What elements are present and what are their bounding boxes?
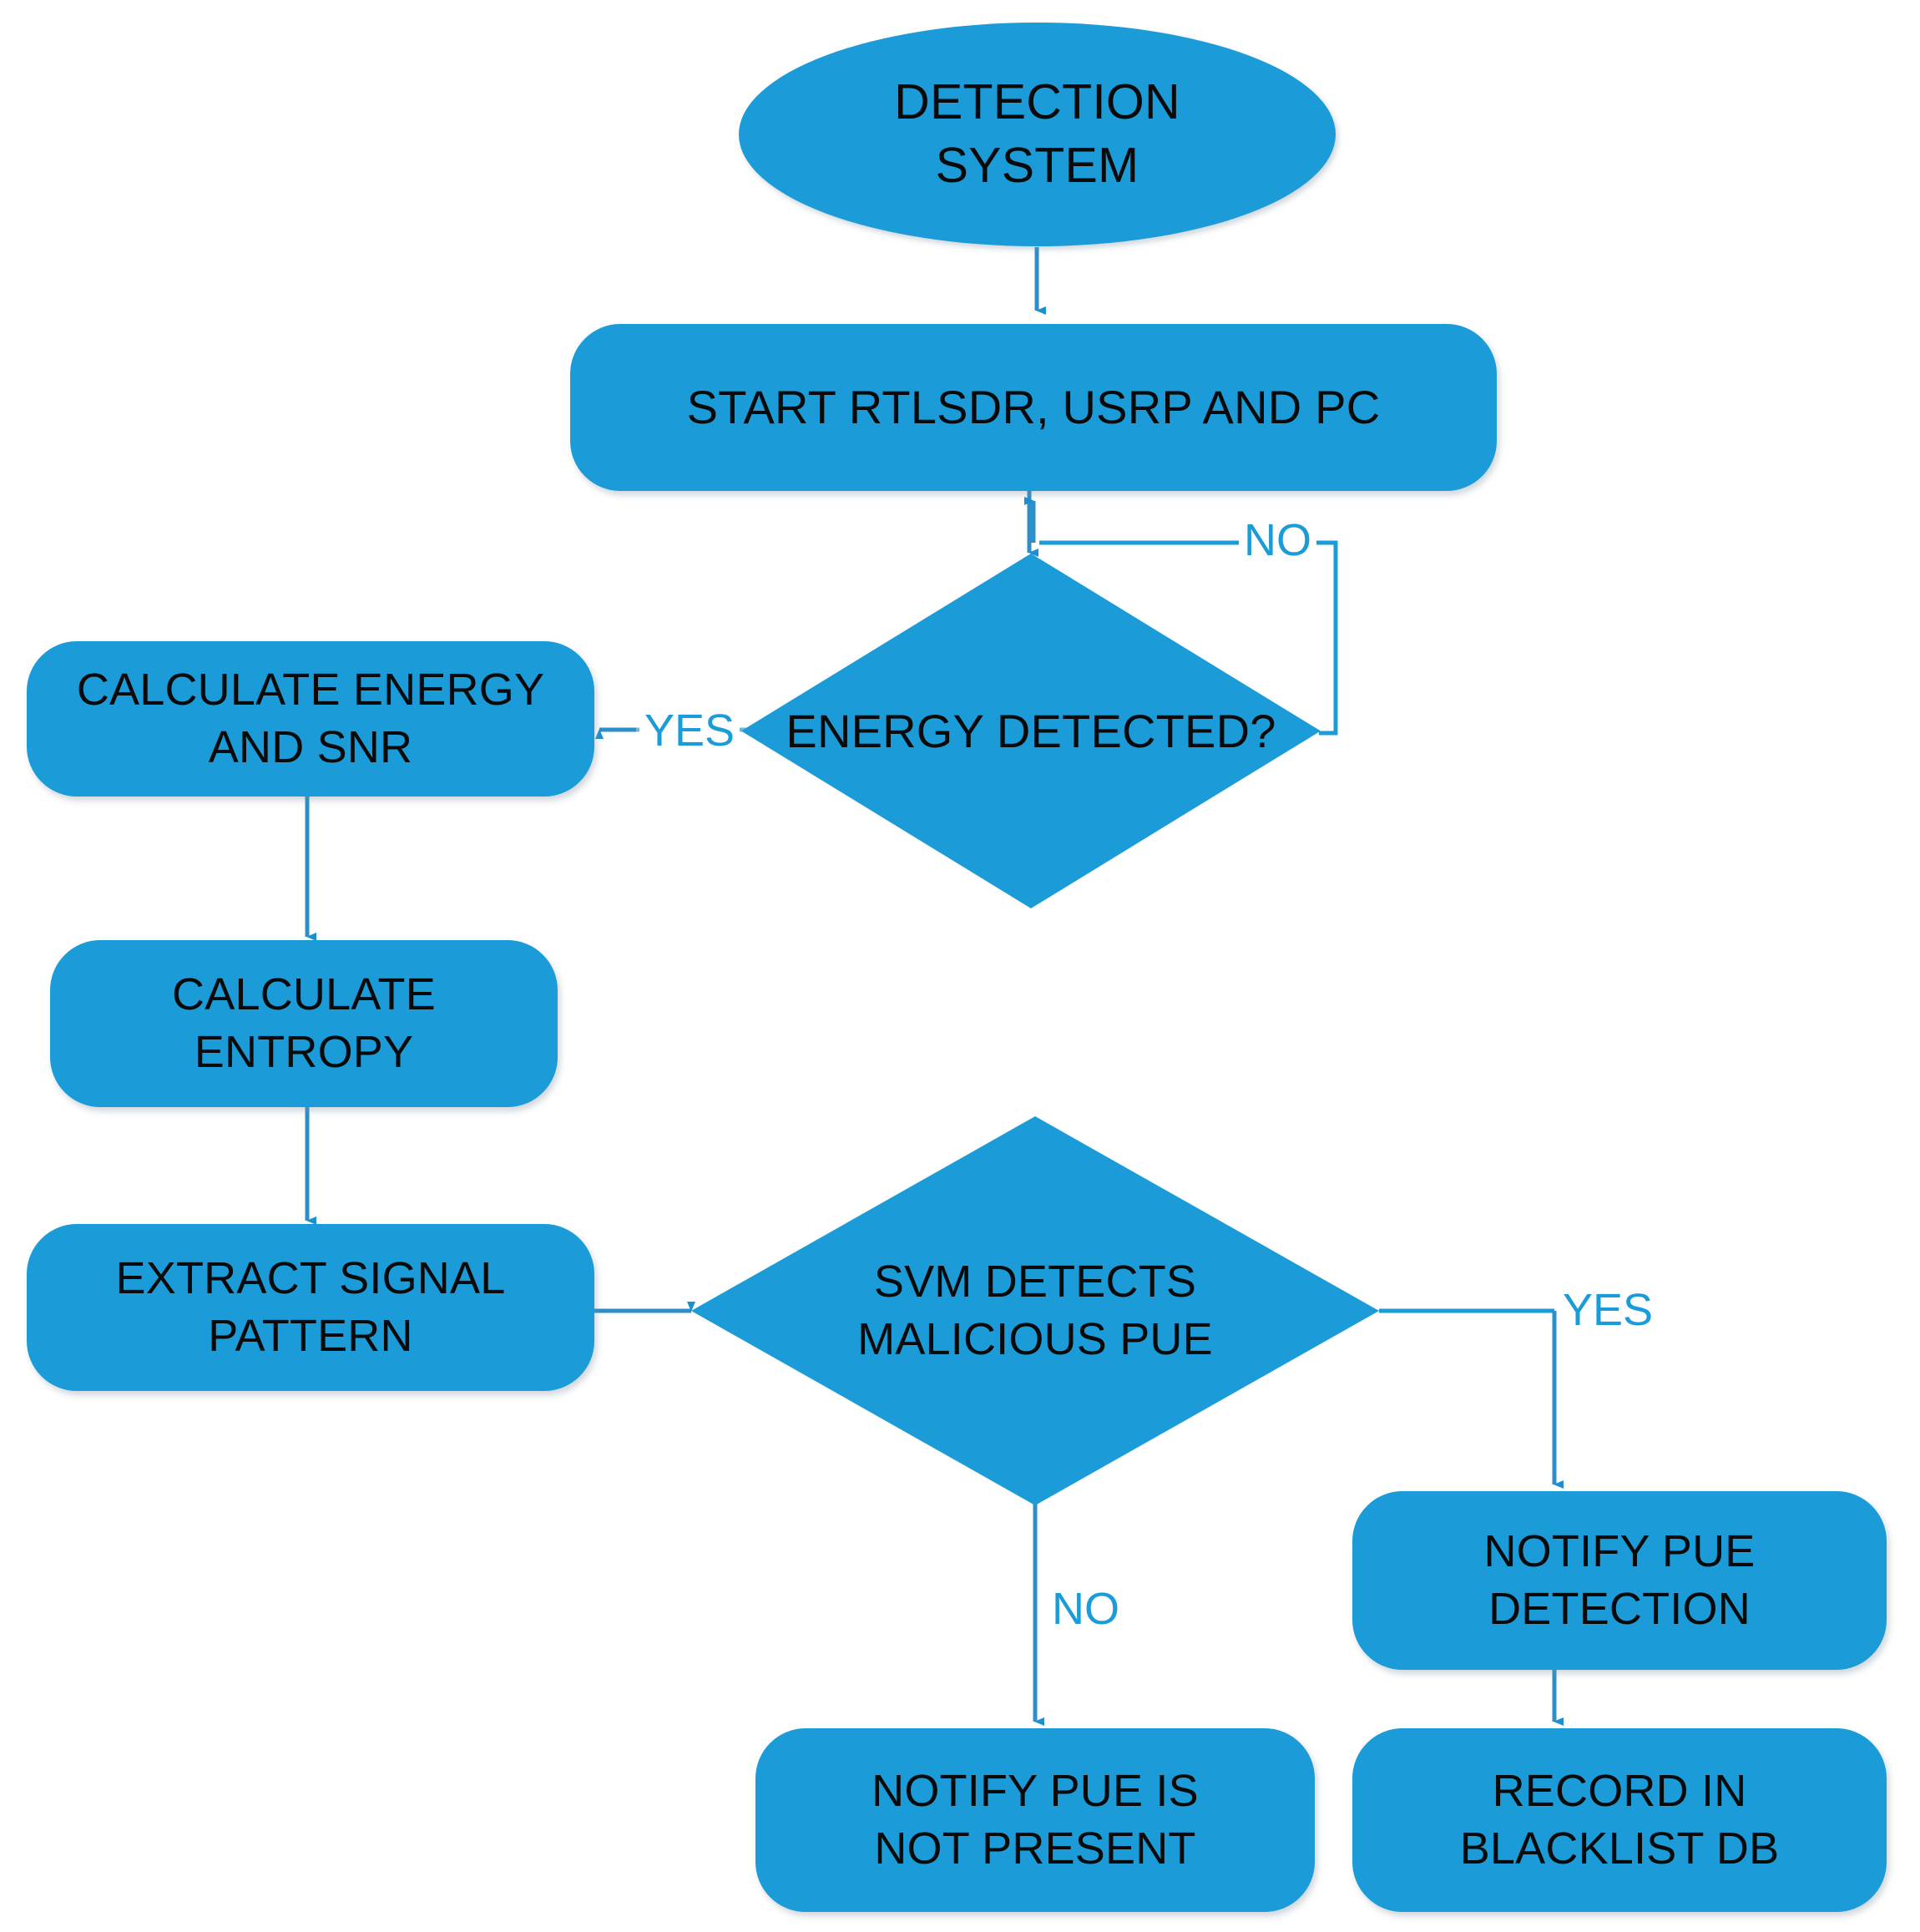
node-start-hardware[interactable]: START RTLSDR, USRP AND PC xyxy=(570,324,1497,491)
edge-label-svm-yes: YES xyxy=(1558,1287,1659,1333)
edge-label-energy-yes: YES xyxy=(639,708,740,753)
node-extract-signal-pattern[interactable]: EXTRACT SIGNAL PATTERN xyxy=(27,1224,594,1391)
node-calculate-energy-snr-label: CALCULATE ENERGY AND SNR xyxy=(76,664,545,772)
node-calculate-entropy-label: CALCULATE ENTROPY xyxy=(172,969,436,1077)
node-calculate-energy-snr[interactable]: CALCULATE ENERGY AND SNR xyxy=(27,641,594,797)
node-detection-system-label: DETECTION SYSTEM xyxy=(894,74,1180,193)
node-notify-pue-detection[interactable]: NOTIFY PUE DETECTION xyxy=(1352,1491,1887,1670)
node-energy-detected-label: ENERGY DETECTED? xyxy=(786,704,1276,757)
edge-label-svm-no: NO xyxy=(1047,1586,1124,1631)
node-record-blacklist-db-label: RECORD IN BLACKLIST DB xyxy=(1459,1765,1780,1874)
node-start-hardware-label: START RTLSDR, USRP AND PC xyxy=(686,381,1381,434)
node-record-blacklist-db[interactable]: RECORD IN BLACKLIST DB xyxy=(1352,1728,1887,1912)
node-detection-system[interactable]: DETECTION SYSTEM xyxy=(739,23,1336,246)
node-svm-detects-malicious-pue-label: SVM DETECTS MALICIOUS PUE xyxy=(857,1256,1213,1364)
node-energy-detected[interactable]: ENERGY DETECTED? xyxy=(741,554,1321,908)
node-notify-pue-not-present-label: NOTIFY PUE IS NOT PRESENT xyxy=(872,1765,1199,1874)
node-svm-detects-malicious-pue[interactable]: SVM DETECTS MALICIOUS PUE xyxy=(691,1116,1379,1505)
edge-svm-yes xyxy=(1379,1308,1564,1489)
node-notify-pue-detection-label: NOTIFY PUE DETECTION xyxy=(1483,1525,1756,1634)
node-notify-pue-not-present[interactable]: NOTIFY PUE IS NOT PRESENT xyxy=(755,1728,1315,1912)
node-calculate-entropy[interactable]: CALCULATE ENTROPY xyxy=(50,940,558,1107)
node-extract-signal-pattern-label: EXTRACT SIGNAL PATTERN xyxy=(115,1252,506,1361)
edge-label-energy-no: NO xyxy=(1239,518,1316,563)
